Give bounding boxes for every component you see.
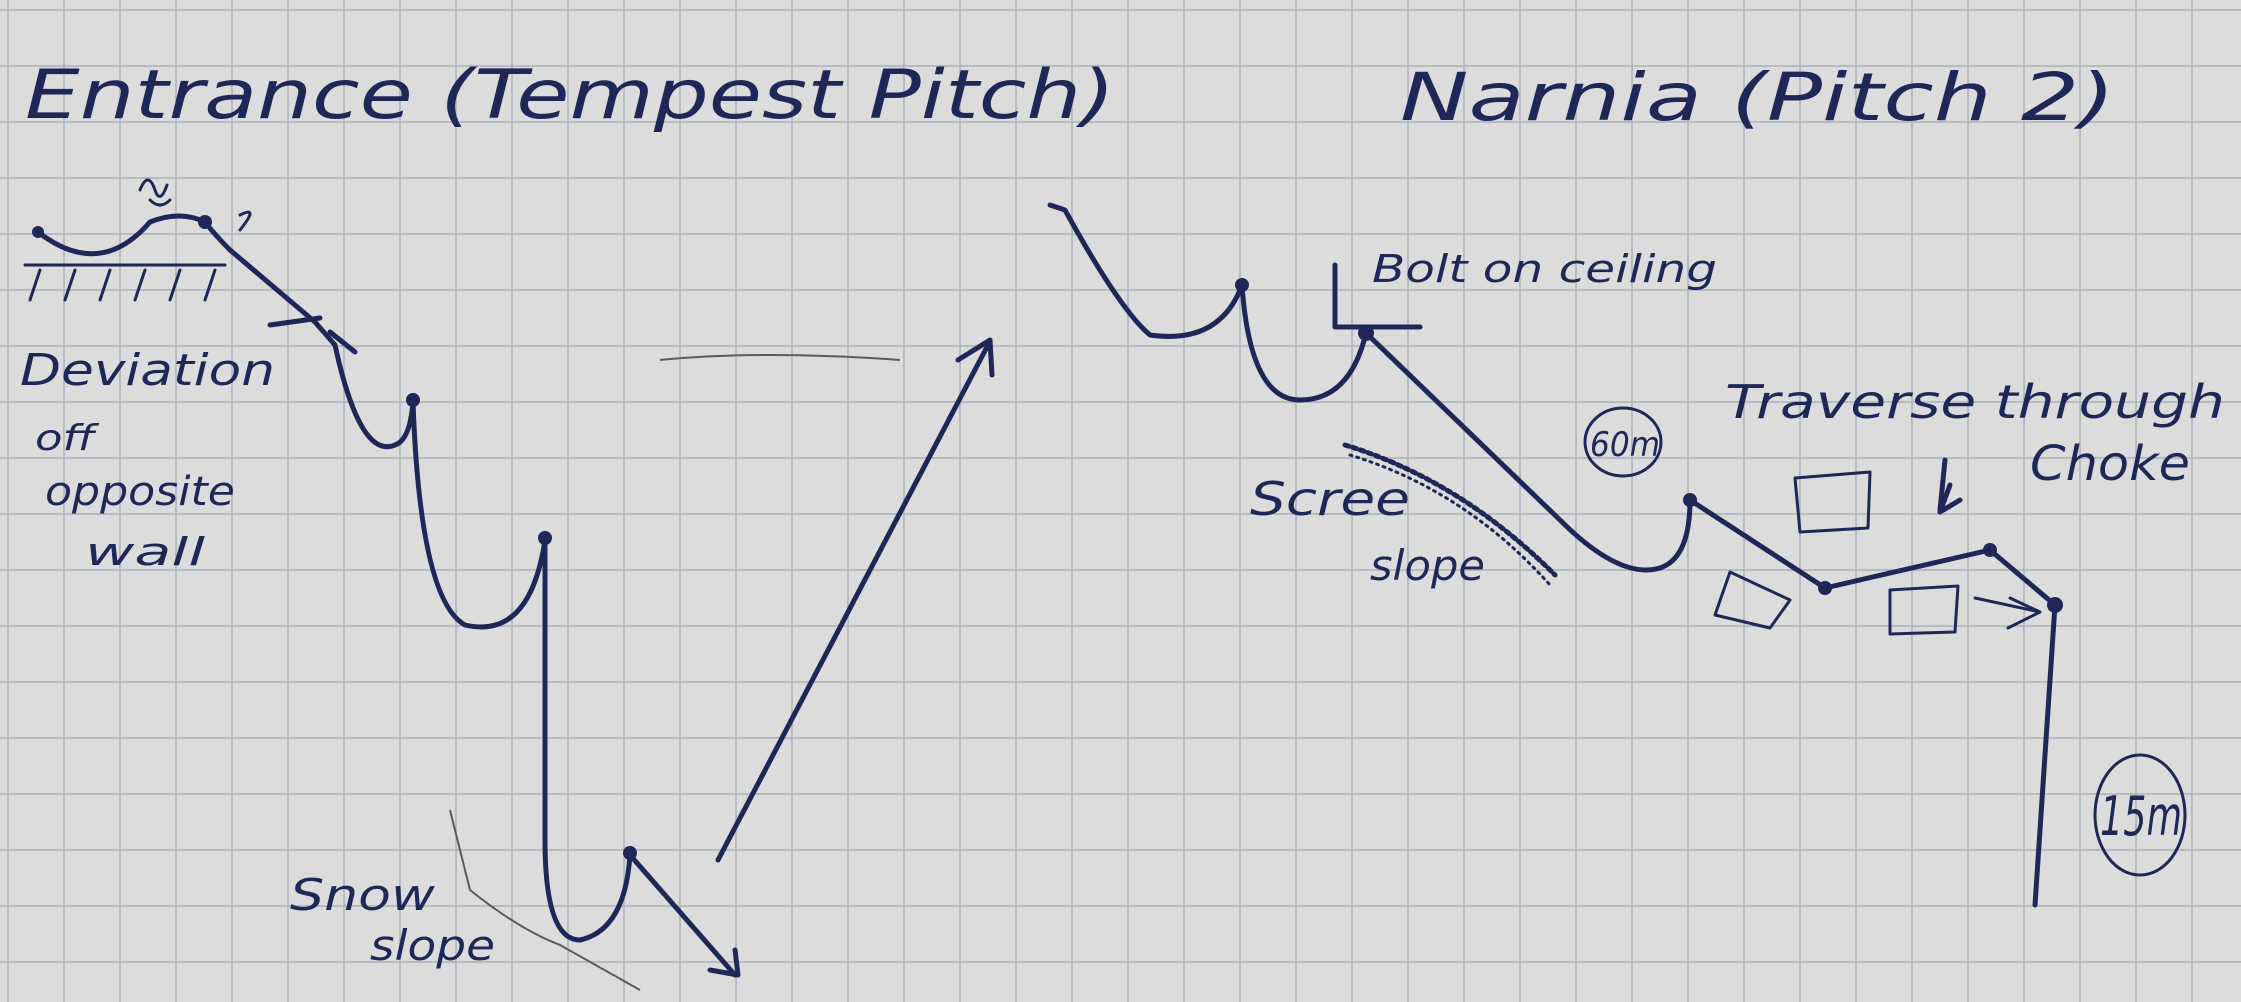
narnia-title: Narnia (Pitch 2) [1400,59,2115,136]
arrow-head-down [707,947,741,978]
anchor-surface-2 [198,215,212,229]
drop-15-label: 15m [2100,785,2182,848]
anchor-traverse-start [1683,493,1697,507]
snow-label-line1: Snow [290,870,436,921]
narnia-rope [1047,202,2058,908]
tempest-pitch-diagram [23,178,995,978]
choke-arrow [1973,596,2042,630]
deviation-label-line4: wall [85,530,206,574]
traverse-label: Traverse through [1725,375,2225,429]
pencil-snow-line [449,809,641,991]
bolt-bracket [1332,262,1423,330]
anchor-traverse-mid [1818,581,1832,595]
scree-slope-texture [1348,453,1552,587]
anchor-rebelay-3 [623,846,637,860]
entrance-title: Entrance (Tempest Pitch) [25,56,1115,135]
anchor-bolt-ceiling [1358,325,1374,341]
pencil-trace [659,354,901,361]
scree-label-line1: Scree [1250,472,1410,526]
deviation-marker [267,315,358,355]
deviation-label-line3: opposite [45,469,235,515]
anchor-rebelay-2 [538,531,552,545]
tree-symbol [138,178,172,207]
narnia-pitch-diagram [1047,202,2187,908]
boulder-1 [1793,470,1872,534]
drop-60-ring [1583,406,1663,478]
bolt-label: Bolt on ceiling [1372,247,1717,291]
boulder-3 [1888,584,1960,636]
choke-pointer [1937,457,1963,515]
tree-hook [238,210,252,232]
anchor-rebelay-1 [406,393,420,407]
connector-arrow-head [955,337,995,378]
scree-label-line2: slope [1370,541,1485,590]
connector-arrow [715,342,991,863]
tempest-rope [227,247,738,978]
drop-15-ring [2093,753,2187,877]
boulder-2 [1713,570,1792,630]
anchor-narnia-1 [1235,278,1249,292]
snow-label-line2: slope [370,921,495,970]
drop-60-label: 60m [1590,425,1660,465]
surface-hatching [28,268,217,302]
scree-slope [1342,442,1558,578]
deviation-label-line2: off [35,418,100,459]
anchor-surface-1 [32,226,44,238]
anchor-choke-exit [2047,597,2063,613]
deviation-label-line1: Deviation [20,345,275,396]
surface-rope [35,213,233,257]
choke-label: Choke [2030,436,2190,492]
anchor-traverse-high [1983,543,1997,557]
